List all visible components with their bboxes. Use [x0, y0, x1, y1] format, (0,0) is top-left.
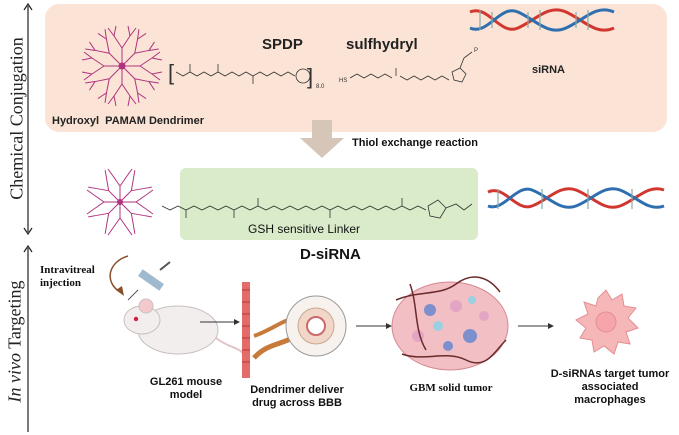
sulfhydryl-structure: HS P: [339, 48, 478, 84]
macrophage-icon: [575, 289, 639, 355]
spdp-label: SPDP: [262, 36, 303, 53]
syringe-icon: [127, 261, 171, 301]
linker-label: GSH sensitive Linker: [248, 222, 361, 236]
conjugation-panel: [45, 4, 667, 132]
sirna-helix-small-icon: [487, 187, 665, 209]
svg-text:8.0: 8.0: [316, 84, 325, 90]
injection-label: Intravitreal injection: [40, 264, 95, 289]
injection-curve-arrow: [109, 255, 129, 293]
spdp-structure: [ ] 8.0: [168, 60, 325, 90]
svg-text:]: ]: [307, 64, 313, 89]
linker-highlight: [180, 168, 478, 240]
mouse-label: GL261 mouse model: [149, 376, 223, 401]
vessel-section-icon: [285, 295, 347, 357]
dendrimer-small-icon: [86, 168, 154, 236]
sirna-label: siRNA: [532, 64, 566, 76]
svg-text:HS: HS: [339, 78, 347, 84]
reaction-arrow: [300, 120, 344, 158]
svg-text:[: [: [168, 60, 174, 85]
deliver-label: Dendrimer deliver drug across BBB: [250, 384, 344, 409]
svg-text:P: P: [474, 48, 478, 54]
sulfhydryl-label: sulfhydryl: [346, 36, 418, 53]
sirna-helix-icon: [469, 8, 615, 32]
dendrimer-icon: [81, 25, 163, 107]
linker-structure: [161, 198, 473, 219]
tumor-label: GBM solid tumor: [409, 382, 493, 394]
tumor-icon: [391, 276, 509, 371]
dendrimer-label: Hydroxyl PAMAM Dendrimer: [52, 115, 204, 127]
target-label: D-siRNAs target tumor associated macroph…: [550, 368, 670, 406]
mouse-icon: [123, 298, 245, 357]
reaction-label: Thiol exchange reaction: [352, 137, 478, 149]
product-label: D-siRNA: [300, 246, 361, 263]
